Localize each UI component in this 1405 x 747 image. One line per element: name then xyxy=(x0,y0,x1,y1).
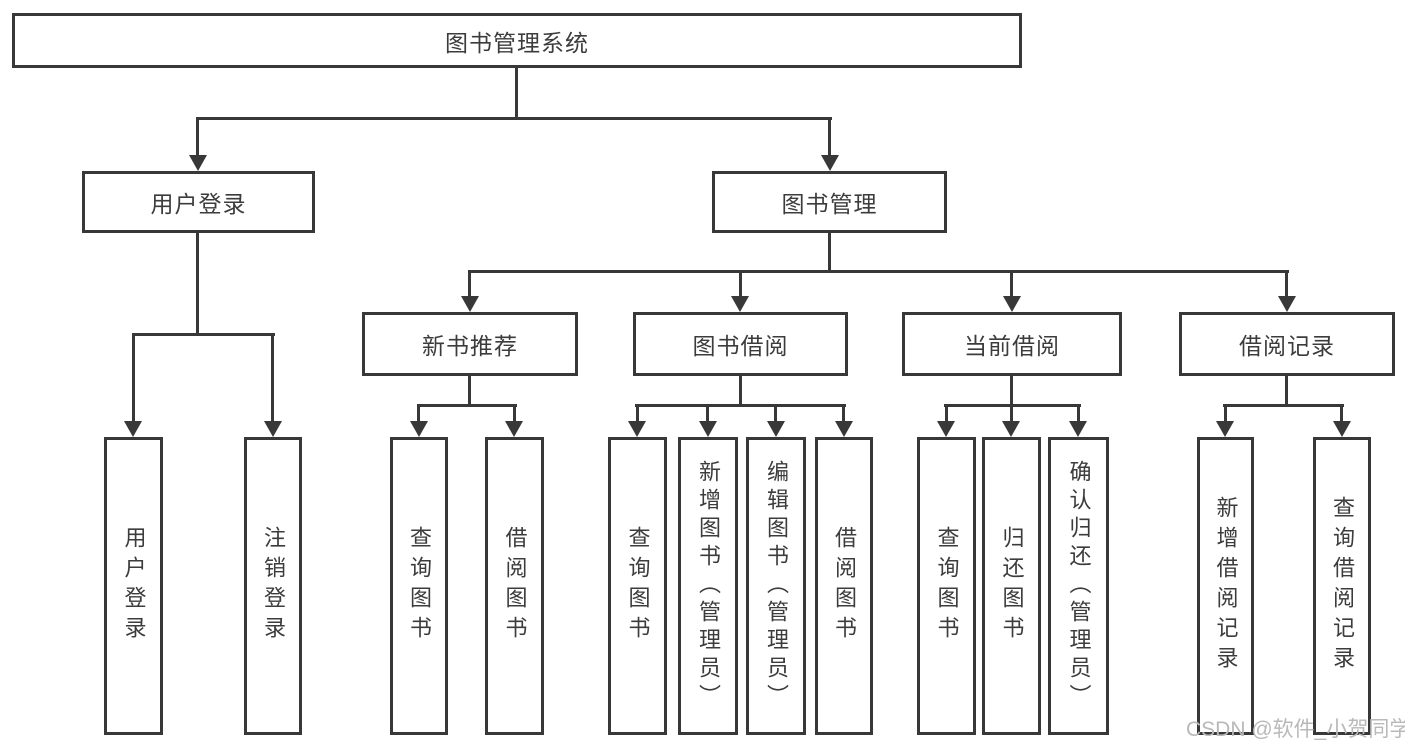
leaf-newbook-borrow-books: 借阅图书 xyxy=(485,437,544,735)
arrow-down-icon xyxy=(699,421,717,437)
arrow-down-icon xyxy=(1278,296,1296,312)
node-root-label: 图书管理系统 xyxy=(445,29,589,56)
arrow-down-icon xyxy=(124,421,142,437)
leaf-borrow-edit-books-admin-label: 编辑图书（管理员） xyxy=(764,460,789,712)
connector-line xyxy=(468,270,471,298)
node-current-borrow: 当前借阅 xyxy=(902,312,1122,376)
leaf-newbook-query-books: 查询图书 xyxy=(390,437,448,735)
node-borrow-records: 借阅记录 xyxy=(1179,312,1395,376)
leaf-records-query-record-label: 查询借阅记录 xyxy=(1330,496,1355,676)
arrow-down-icon xyxy=(767,421,785,437)
arrow-down-icon xyxy=(1069,421,1087,437)
leaf-borrow-add-books-admin-label: 新增图书（管理员） xyxy=(696,460,721,712)
connector-line xyxy=(1010,375,1013,407)
node-user-login: 用户登录 xyxy=(82,171,315,233)
arrow-down-icon xyxy=(628,421,646,437)
leaf-logout: 注销登录 xyxy=(244,437,302,735)
arrow-down-icon xyxy=(835,421,853,437)
connector-line xyxy=(132,333,135,423)
arrow-down-icon xyxy=(821,155,839,171)
connector-line xyxy=(468,375,471,407)
leaf-current-return-books-label: 归还图书 xyxy=(999,526,1025,646)
connector-line xyxy=(196,232,199,336)
connector-line xyxy=(1010,404,1013,423)
arrow-down-icon xyxy=(461,296,479,312)
node-user-login-label: 用户登录 xyxy=(150,191,247,217)
connector-line xyxy=(828,117,831,157)
leaf-records-add-record: 新增借阅记录 xyxy=(1197,437,1254,735)
leaf-records-add-record-label: 新增借阅记录 xyxy=(1213,496,1239,676)
connector-line xyxy=(271,333,274,423)
connector-line xyxy=(196,117,199,157)
leaf-borrow-query-books: 查询图书 xyxy=(608,437,667,735)
connector-line xyxy=(706,404,709,423)
leaf-current-confirm-return-admin: 确认归还（管理员） xyxy=(1048,437,1109,735)
connector-line xyxy=(739,270,742,298)
leaf-records-query-record: 查询借阅记录 xyxy=(1313,437,1371,735)
node-new-book-recommend: 新书推荐 xyxy=(362,312,578,376)
connector-line xyxy=(468,270,1289,273)
csdn-watermark: CSDN @软件_小贺同学 xyxy=(1186,718,1405,741)
connector-line xyxy=(1010,270,1013,298)
leaf-borrow-add-books-admin: 新增图书（管理员） xyxy=(678,437,738,735)
leaf-borrow-query-books-label: 查询图书 xyxy=(625,526,651,646)
arrow-down-icon xyxy=(410,421,428,437)
leaf-borrow-edit-books-admin: 编辑图书（管理员） xyxy=(746,437,806,735)
connector-line xyxy=(842,404,845,423)
connector-line xyxy=(828,232,831,272)
node-root: 图书管理系统 xyxy=(12,13,1022,68)
connector-line xyxy=(1077,404,1080,423)
arrow-down-icon xyxy=(1002,421,1020,437)
connector-line xyxy=(513,404,516,423)
leaf-current-return-books: 归还图书 xyxy=(982,437,1041,735)
leaf-user-login: 用户登录 xyxy=(104,437,163,735)
connector-line xyxy=(197,117,832,120)
connector-line xyxy=(1285,270,1288,298)
arrow-down-icon xyxy=(937,421,955,437)
leaf-user-login-label: 用户登录 xyxy=(121,526,147,646)
arrow-down-icon xyxy=(1216,421,1234,437)
connector-line xyxy=(515,68,518,119)
connector-line xyxy=(1223,404,1344,407)
node-book-borrow: 图书借阅 xyxy=(633,312,848,376)
leaf-current-query-books-label: 查询图书 xyxy=(934,526,960,646)
connector-line xyxy=(739,375,742,407)
arrow-down-icon xyxy=(731,296,749,312)
connector-line xyxy=(1285,375,1288,407)
leaf-borrow-borrow-books: 借阅图书 xyxy=(815,437,873,735)
connector-line xyxy=(636,404,639,423)
leaf-logout-label: 注销登录 xyxy=(261,526,286,646)
leaf-newbook-borrow-books-label: 借阅图书 xyxy=(502,526,528,646)
leaf-current-query-books: 查询图书 xyxy=(917,437,976,735)
connector-line xyxy=(945,404,948,423)
connector-line xyxy=(1224,404,1227,423)
node-book-management: 图书管理 xyxy=(712,171,947,233)
connector-line xyxy=(132,333,275,336)
arrow-down-icon xyxy=(505,421,523,437)
node-book-management-label: 图书管理 xyxy=(781,191,878,217)
node-new-book-recommend-label: 新书推荐 xyxy=(422,333,518,359)
node-borrow-records-label: 借阅记录 xyxy=(1239,333,1335,359)
leaf-borrow-borrow-books-label: 借阅图书 xyxy=(832,526,857,646)
connector-line xyxy=(417,404,517,407)
arrow-down-icon xyxy=(1003,296,1021,312)
connector-line xyxy=(417,404,420,423)
node-current-borrow-label: 当前借阅 xyxy=(964,333,1060,359)
node-book-borrow-label: 图书借阅 xyxy=(692,333,789,359)
leaf-current-confirm-return-admin-label: 确认归还（管理员） xyxy=(1066,460,1092,712)
arrow-down-icon xyxy=(1333,421,1351,437)
leaf-newbook-query-books-label: 查询图书 xyxy=(407,526,432,646)
arrow-down-icon xyxy=(264,421,282,437)
connector-line xyxy=(1340,404,1343,423)
arrow-down-icon xyxy=(189,155,207,171)
connector-line xyxy=(635,404,846,407)
connector-line xyxy=(774,404,777,423)
